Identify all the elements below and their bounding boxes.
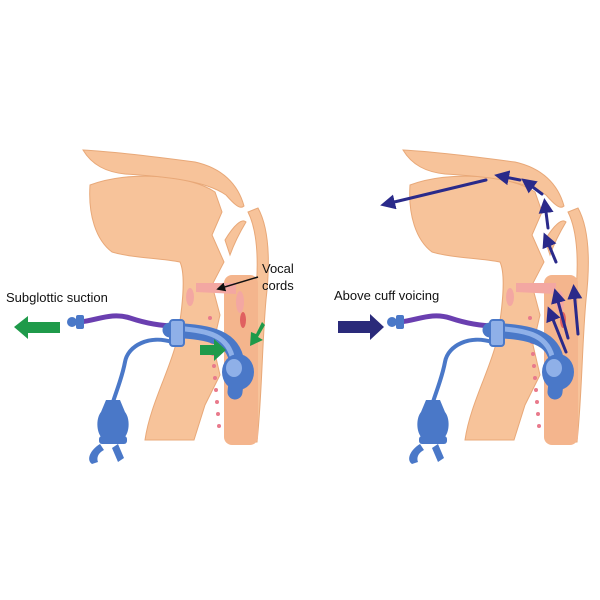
epiglottis (224, 220, 247, 257)
red-tissue-mark (240, 312, 246, 328)
voicing-connector (387, 315, 404, 329)
palate (402, 149, 565, 208)
arrow-left-icon (14, 316, 60, 339)
suction-arrow-icon (250, 322, 265, 346)
pilot-line (111, 337, 173, 403)
airflow-arrow-icon (567, 284, 583, 336)
pilot-line (431, 337, 493, 403)
label-above-cuff-voicing: Above cuff voicing (334, 288, 439, 303)
tube-cuff-highlight (226, 359, 242, 377)
voicing-line (399, 313, 497, 329)
airflow-arrows (380, 170, 583, 354)
pilot-balloon (89, 400, 129, 464)
arrow-right-icon (338, 314, 384, 340)
cartilage-left (186, 288, 194, 306)
airflow-arrow-icon (494, 170, 522, 186)
airflow-arrow-icon (546, 306, 568, 354)
suction-connector (67, 315, 84, 329)
tube-flange (169, 319, 185, 347)
airflow-arrow-icon (380, 178, 488, 210)
vocal-cords (516, 283, 556, 294)
label-subglottic-suction: Subglottic suction (6, 290, 108, 305)
pilot-balloon (409, 400, 449, 464)
suction-line (79, 313, 177, 329)
left-panel: Vocal cords Subglottic suction (6, 149, 294, 464)
airflow-arrow-icon (538, 198, 554, 230)
tube-flange (489, 319, 505, 347)
airflow-arrow-icon (521, 178, 544, 196)
cartilage-left (506, 288, 514, 306)
tube-cuff-highlight (546, 359, 562, 377)
head-neck-silhouette (89, 175, 225, 441)
label-vocal-line1: Vocal (262, 261, 294, 276)
vocal-cords-pointer (216, 276, 259, 292)
palate (82, 149, 245, 208)
suction-arrow-icon (200, 339, 226, 361)
airflow-arrow-icon (542, 232, 558, 264)
label-vocal-line2: cords (262, 278, 294, 293)
right-panel: Above cuff voicing (334, 149, 589, 464)
airflow-arrow-icon (551, 288, 570, 340)
cartilage-right (236, 291, 244, 313)
